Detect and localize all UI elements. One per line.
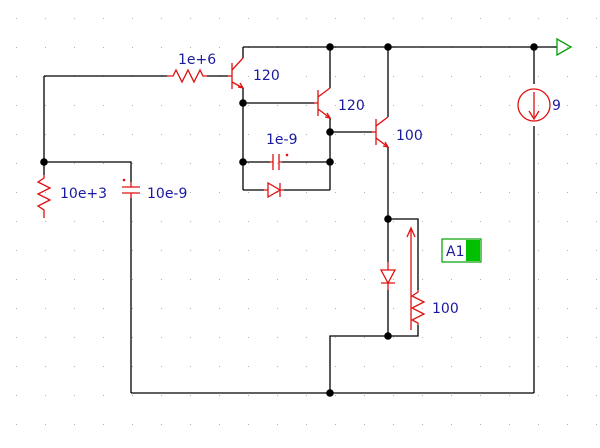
transistor-q3[interactable]: 100 [372, 116, 423, 148]
probe-a1[interactable]: A1 [441, 238, 482, 263]
label-r-left: 10e+3 [60, 186, 107, 202]
transistor-q1[interactable]: 120 [228, 57, 280, 89]
junction[interactable] [326, 43, 334, 51]
label-q3: 100 [396, 128, 423, 144]
wire-probe-top[interactable] [388, 218, 419, 290]
diode-output[interactable] [379, 262, 397, 290]
junction[interactable] [530, 43, 538, 51]
current-source[interactable]: 9 [517, 88, 561, 122]
label-c-left: 10e-9 [147, 186, 187, 202]
junction[interactable] [326, 158, 334, 166]
wire-probe-bottom[interactable] [388, 325, 419, 337]
capacitor-left[interactable]: 10e-9 [122, 178, 187, 202]
junction[interactable] [384, 332, 392, 340]
transistor-q2[interactable]: 120 [314, 87, 365, 119]
label-q2: 120 [338, 98, 365, 114]
diode-feedback[interactable] [264, 181, 284, 199]
label-c-feedback: 1e-9 [266, 132, 297, 148]
ground-triangle-icon[interactable] [553, 37, 573, 57]
resistor-left[interactable]: 10e+3 [36, 175, 107, 218]
resistor-probe[interactable]: 100 [406, 226, 459, 330]
capacitor-feedback[interactable]: 1e-9 [266, 132, 297, 170]
junction[interactable] [40, 158, 48, 166]
wires [43, 46, 553, 394]
junction[interactable] [384, 43, 392, 51]
junctions [40, 43, 538, 397]
wire-bottom-link[interactable] [329, 335, 388, 393]
junction[interactable] [239, 158, 247, 166]
junction[interactable] [239, 99, 247, 107]
label-r-probe: 100 [432, 301, 459, 317]
junction[interactable] [384, 215, 392, 223]
label-r-base: 1e+6 [178, 52, 216, 68]
probe-label: A1 [446, 244, 464, 260]
junction[interactable] [326, 128, 334, 136]
resistor-base[interactable]: 1e+6 [167, 52, 216, 84]
label-q1: 120 [253, 68, 280, 84]
probe-marker [466, 240, 480, 261]
label-isrc: 9 [552, 98, 561, 114]
wire-cap-left-top[interactable] [44, 161, 132, 182]
grid-dots [16, 18, 597, 425]
junction[interactable] [326, 389, 334, 397]
